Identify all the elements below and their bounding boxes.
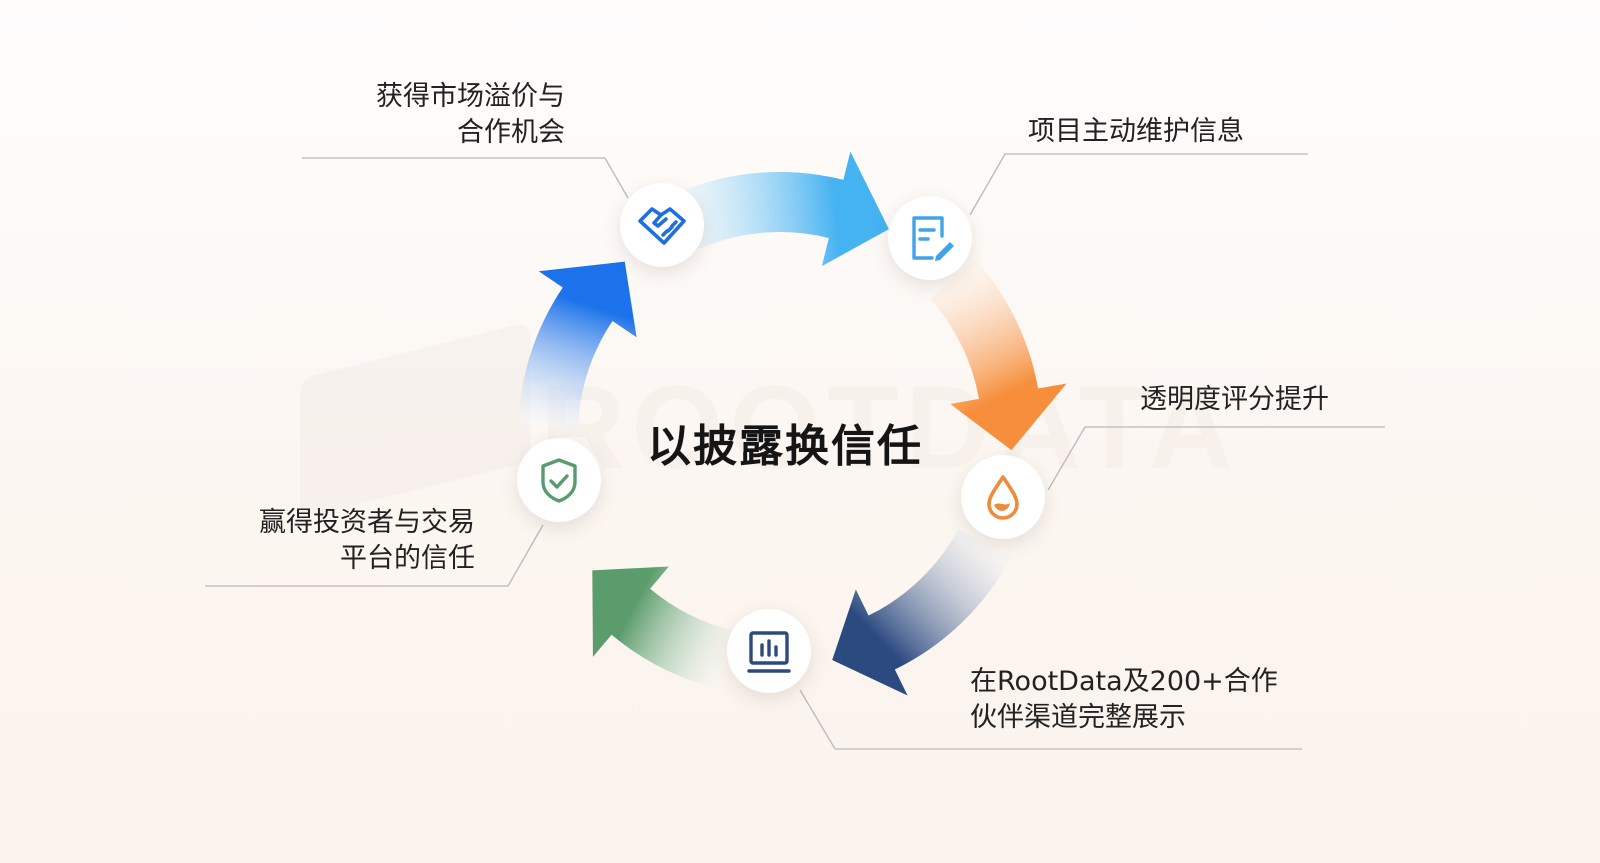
step-4-label: 在RootData及200+合作 伙伴渠道完整展示: [970, 664, 1278, 736]
cycle-arrow-bottom-left: [592, 566, 732, 689]
step-4-node: [727, 609, 811, 693]
handshake-icon: [638, 207, 686, 245]
step-5-node: [517, 438, 601, 522]
document-edit-icon: [912, 216, 954, 261]
step-2-line-1: 项目主动维护信息: [1028, 116, 1244, 147]
step-3-label: 透明度评分提升: [1140, 382, 1329, 418]
center-title: 以披露换信任: [647, 421, 923, 472]
step-1-label: 获得市场溢价与 合作机会: [376, 79, 565, 151]
step-3-node: [961, 455, 1045, 539]
leader-line-step-5: [205, 524, 544, 587]
step-2-node: [888, 196, 972, 280]
step-5-line-2: 平台的信任: [340, 543, 475, 574]
cycle-arrow-bottom-right: [832, 528, 1012, 696]
step-2-label: 项目主动维护信息: [1028, 114, 1244, 150]
cycle-arrow-left: [518, 261, 637, 427]
chart-board-icon: [747, 631, 791, 673]
step-5-label: 赢得投资者与交易 平台的信任: [259, 505, 475, 577]
watermark: ROOTDATA: [540, 362, 1240, 494]
step-4-line-2: 伙伴渠道完整展示: [970, 702, 1186, 733]
shield-check-icon: [541, 458, 577, 503]
step-1-node: [620, 183, 704, 267]
step-1-line-1: 获得市场溢价与: [376, 81, 565, 112]
leader-line-step-2: [969, 153, 1308, 216]
leader-line-step-4: [799, 689, 1302, 750]
step-4-line-1: 在RootData及200+合作: [970, 666, 1278, 697]
step-3-line-1: 透明度评分提升: [1140, 384, 1329, 415]
leader-line-step-3: [1047, 426, 1385, 491]
step-5-line-1: 赢得投资者与交易: [259, 507, 475, 538]
step-1-line-2: 合作机会: [457, 117, 565, 148]
cycle-arrow-top: [665, 151, 889, 267]
cycle-arrow-right: [930, 258, 1067, 451]
leader-line-step-1: [302, 157, 629, 199]
water-drop-icon: [987, 475, 1019, 520]
